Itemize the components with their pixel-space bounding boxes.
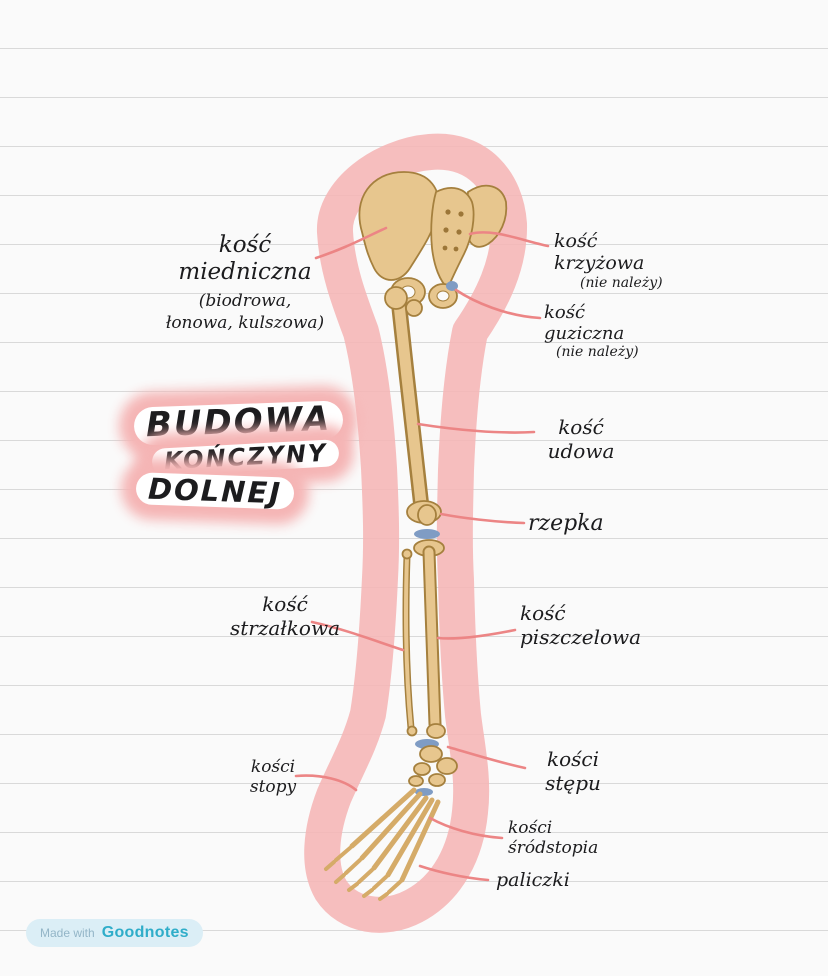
label-sacrum-sub: (nie należy) <box>580 274 663 291</box>
knee-joint-cartilage <box>414 529 440 539</box>
label-fibula: kość strzałkowa <box>222 592 348 640</box>
label-patella: rzepka <box>528 511 604 537</box>
leader-line-coccyx <box>454 288 542 320</box>
metatarsal-bones <box>349 787 441 883</box>
leader-line-tibia <box>436 628 517 640</box>
label-foot-main: kości stopy <box>249 757 297 798</box>
label-pelvis-sub: (biodrowa, łonowa, kulszowa) <box>165 291 325 333</box>
label-femur: kość udowa <box>538 415 624 463</box>
label-foot: kości stopy <box>235 757 311 797</box>
label-metatarsus-main: kości śródstopia <box>508 818 599 859</box>
ankle-joint-cartilage <box>415 739 439 749</box>
highlight-ring <box>304 133 528 933</box>
label-femur-main: kość udowa <box>547 415 615 463</box>
phalanx-bones <box>324 846 402 901</box>
title-line-2: KOŃCZYNY <box>151 438 341 476</box>
label-coccyx-sub: (nie należy) <box>556 344 639 361</box>
fibula-bone <box>401 548 418 737</box>
label-phalanges: paliczki <box>496 869 570 891</box>
label-tibia-main: kość piszczelowa <box>520 601 642 649</box>
tarsus-bones <box>408 745 458 796</box>
leader-line-patella <box>439 512 526 525</box>
label-sacrum-main: kość krzyżowa <box>554 230 645 275</box>
label-pelvis: kość miedniczna (biodrowa, łonowa, kulsz… <box>145 232 345 334</box>
leader-line-tarsus <box>446 745 527 770</box>
leader-line-phalanges <box>418 864 490 882</box>
badge-made-with-text: Made with <box>40 926 95 940</box>
label-tarsus: kości stępu <box>530 747 616 795</box>
label-pelvis-main: kość miedniczna <box>178 232 312 286</box>
tibia-bone <box>413 539 446 739</box>
label-tibia: kość piszczelowa <box>520 601 670 649</box>
badge-brand-text: Goodnotes <box>101 924 189 941</box>
leader-line-metatarsus <box>428 816 504 840</box>
label-coccyx: kość guziczna (nie należy) <box>544 302 694 362</box>
label-tarsus-main: kości stępu <box>545 747 601 795</box>
label-metatarsus: kości śródstopia <box>508 818 638 858</box>
label-sacrum: kość krzyżowa (nie należy) <box>554 230 704 292</box>
label-patella-main: rzepka <box>528 511 604 536</box>
femur-bone <box>384 286 442 524</box>
label-fibula-main: kość strzałkowa <box>229 592 340 640</box>
pelvis-bones <box>358 171 508 309</box>
goodnotes-badge: Made with Goodnotes <box>26 919 203 947</box>
leader-line-sacrum <box>468 231 550 248</box>
page-title: BUDOWA KOŃCZYNY DOLNEJ <box>133 399 344 510</box>
title-line-3: DOLNEJ <box>135 472 295 510</box>
patella-bone <box>417 504 437 526</box>
label-coccyx-main: kość guziczna <box>544 302 625 345</box>
label-phalanges-main: paliczki <box>496 869 570 891</box>
leader-line-femur <box>416 422 536 434</box>
hip-joint-cartilage <box>386 292 406 308</box>
